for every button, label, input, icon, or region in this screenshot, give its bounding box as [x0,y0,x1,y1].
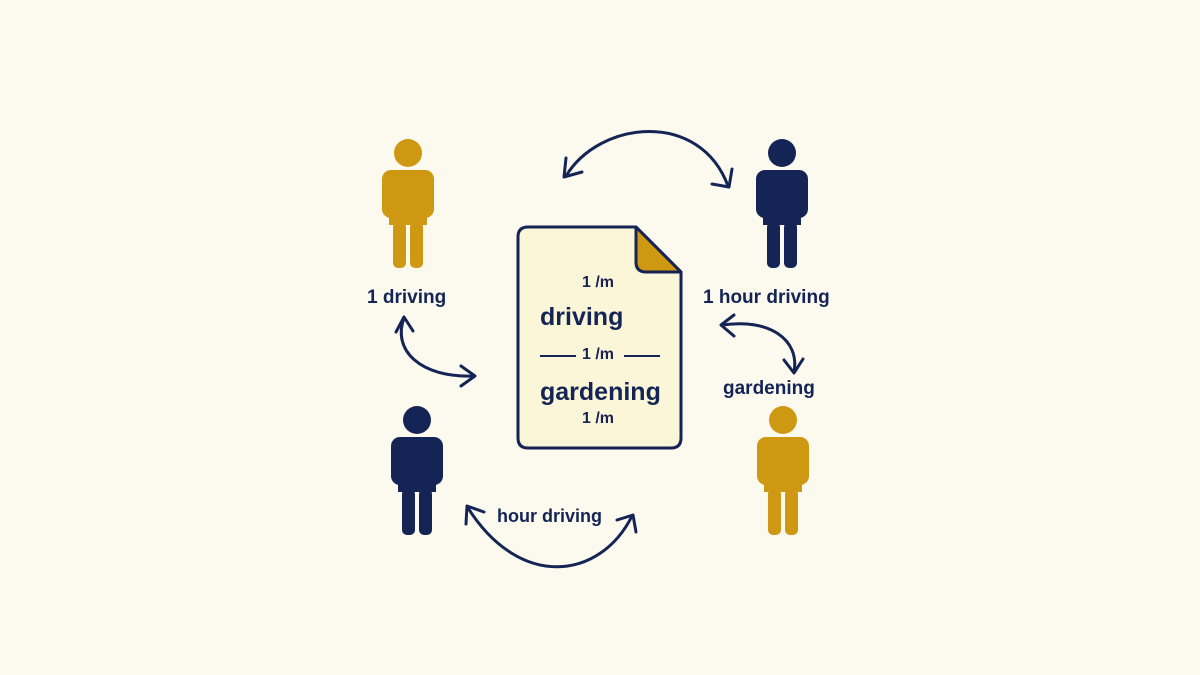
person-icon-top-left [382,139,434,268]
document-line-5: 1 /m [582,410,615,427]
double-arrow-icon-bottom [466,506,634,569]
arrowhead-right-left [719,313,736,338]
label-right-middle: gardening [723,378,815,399]
arrowhead-left-top [394,315,415,334]
label-top-right: 1 hour driving [703,287,830,308]
label-top-left: 1 driving [367,287,447,308]
person-icon-top-right [756,139,808,268]
label-bottom: hour driving [497,506,602,526]
arrowhead-top-right [710,167,734,189]
arrowhead-bottom-left [464,504,486,526]
document-line-3: 1 /m [582,346,615,363]
document-line-2: driving [540,303,624,331]
person-icon-bottom-left [391,406,443,535]
double-arrow-icon-top [564,130,730,188]
document-icon [516,225,683,450]
arrowhead-right-bottom [782,357,805,375]
document-line-4: gardening [540,378,661,406]
arrowhead-bottom-right [615,513,638,534]
person-icon-bottom-right [757,406,809,535]
arrowhead-left-bottom [459,364,477,388]
double-arrow-icon-right [720,322,797,374]
arrowhead-top-left [562,156,584,179]
document-line-1: 1 /m [582,274,615,291]
double-arrow-icon-left [399,316,476,378]
